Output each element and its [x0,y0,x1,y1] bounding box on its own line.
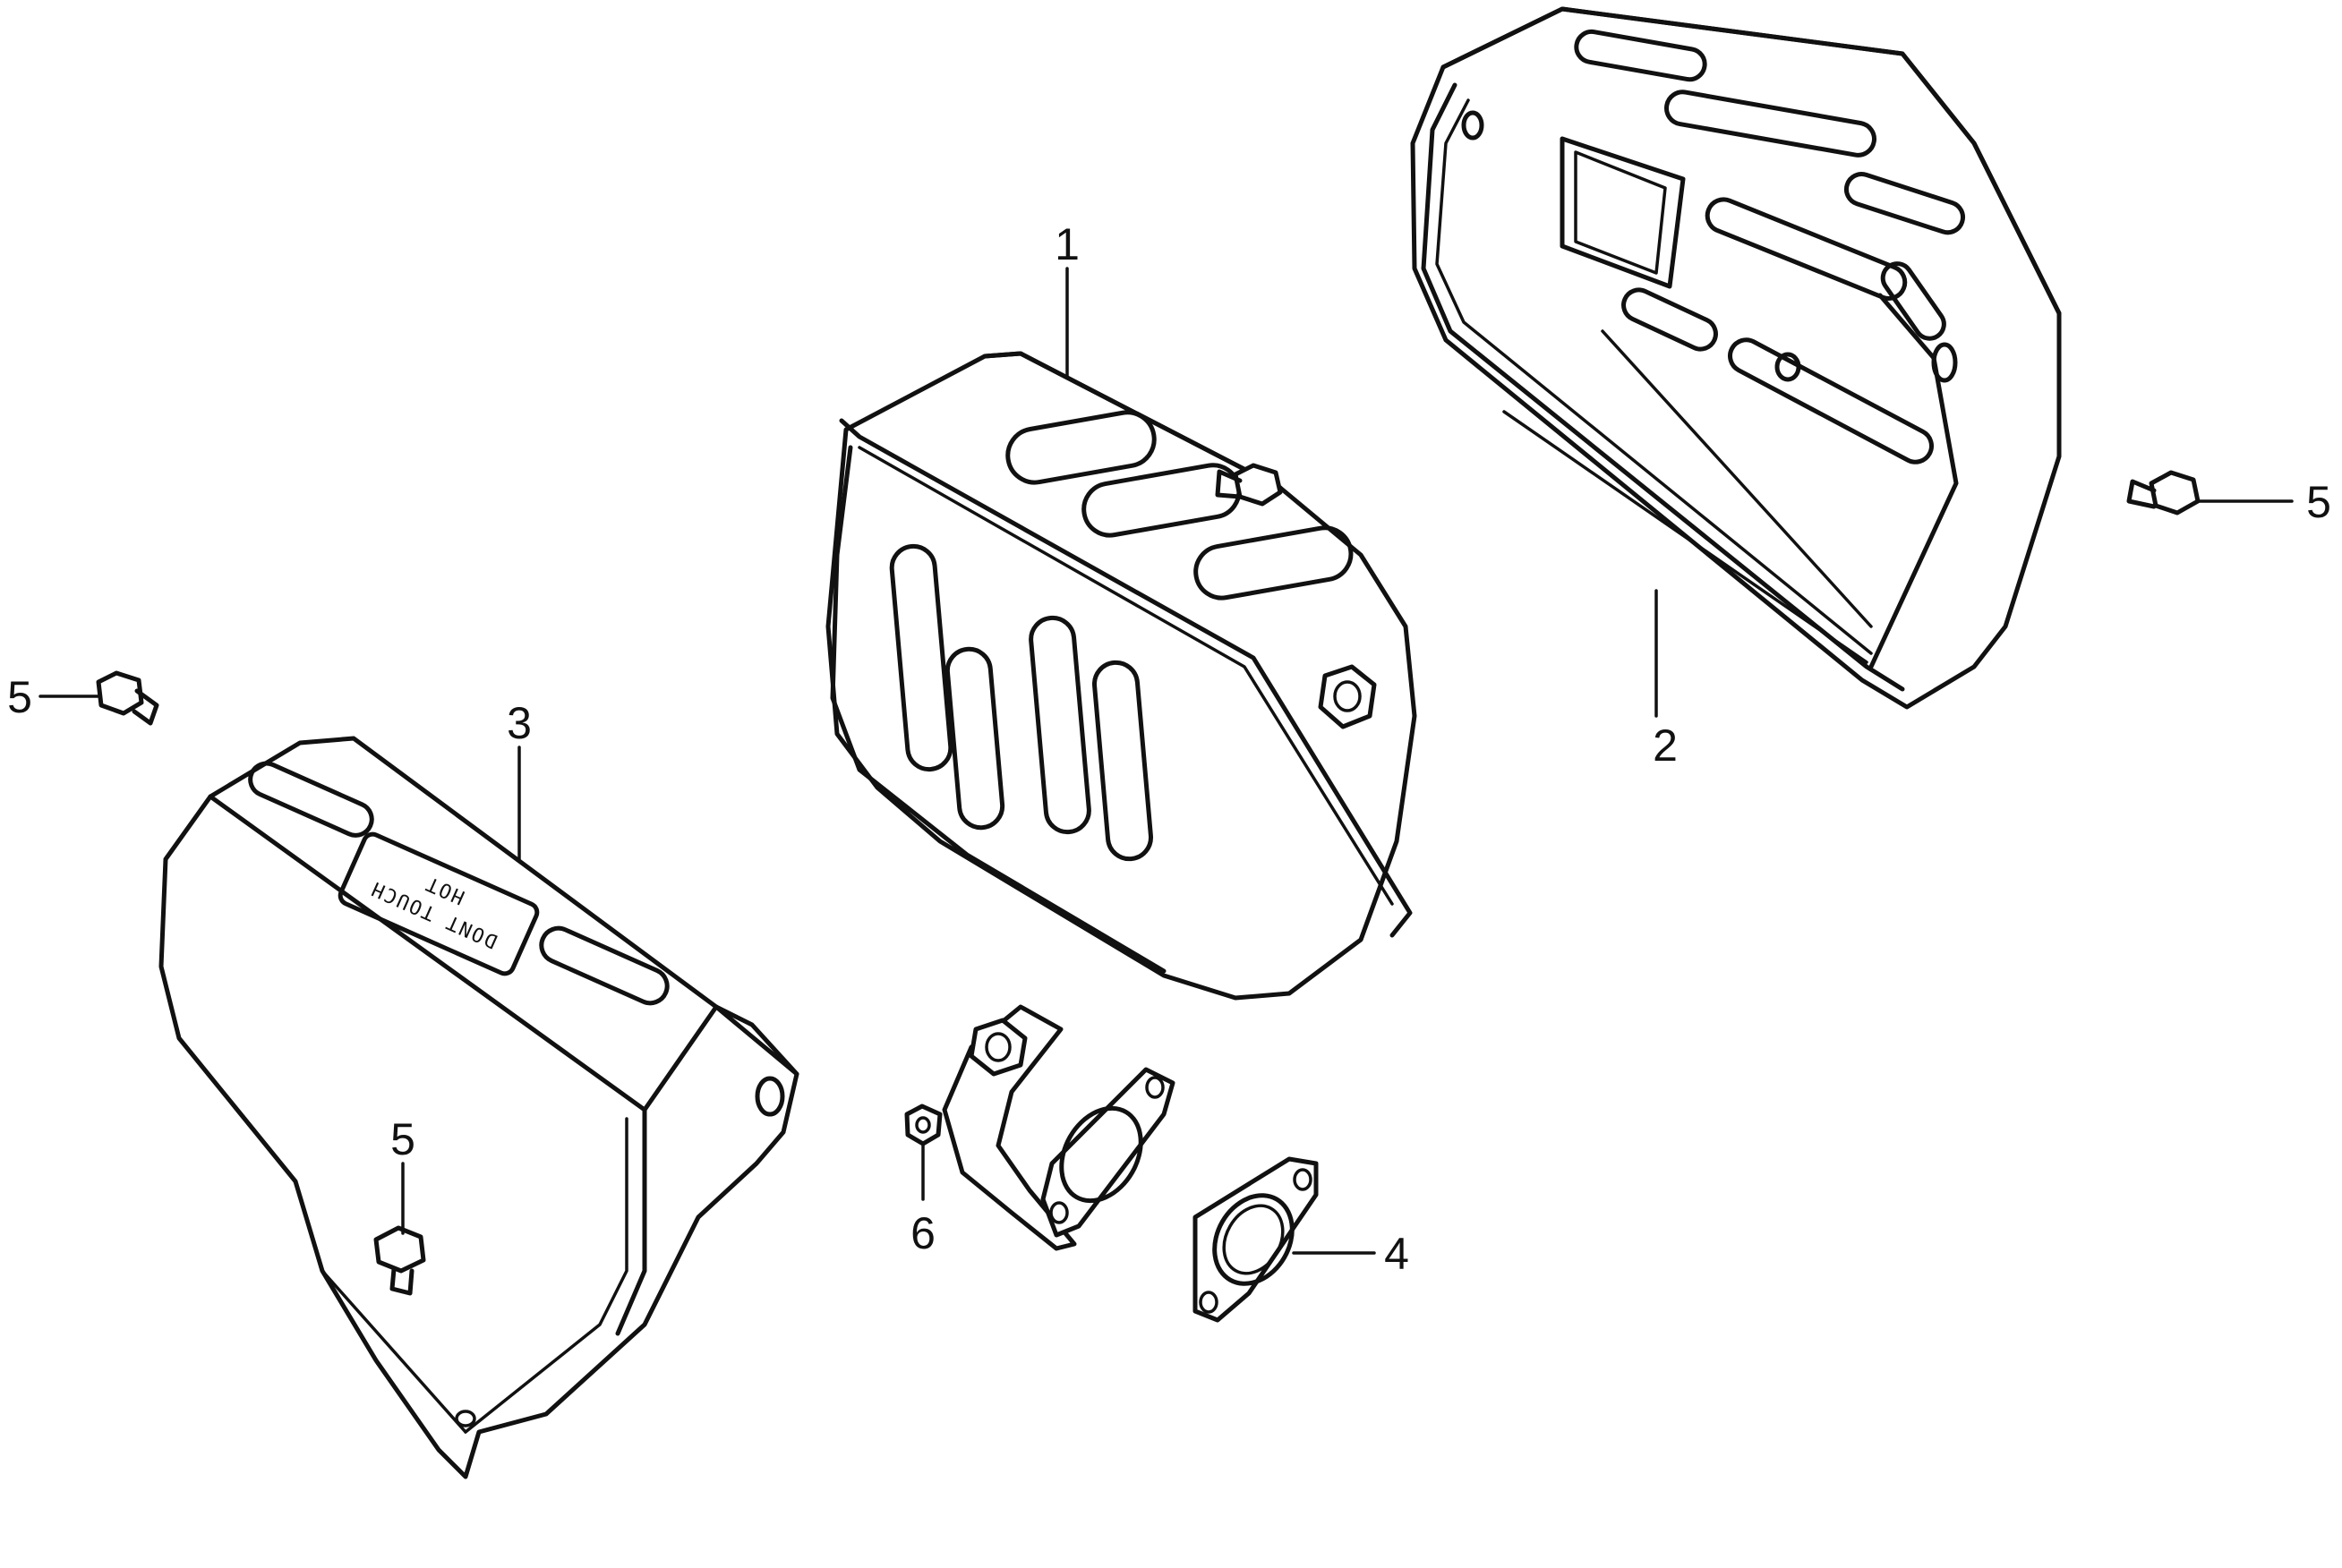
callout-5-right: 5 [2306,477,2331,527]
muffler-protector-part-2 [1410,6,2062,710]
bolt-part-5-right [1215,463,1283,507]
bolt-part-5-right-far [2126,470,2201,516]
muffler-part-1 [825,351,1417,1251]
callout-5-lower: 5 [390,1114,415,1164]
callout-4: 4 [1384,1229,1409,1279]
callout-5-left: 5 [7,672,32,722]
callout-2: 2 [1653,720,1678,771]
gasket-part-4 [1192,1156,1319,1323]
callout-3: 3 [507,698,532,748]
bolt-part-5-left [96,670,159,726]
leader-lines [38,267,2294,1255]
callout-labels: 1 2 3 4 5 5 5 6 [7,219,2331,1279]
callout-1: 1 [1055,219,1080,269]
bolt-part-5-lower [373,1225,426,1296]
callout-6: 6 [910,1208,936,1258]
nut-part-6 [904,1104,943,1146]
muffler-cover-part-3: HOT DONT TOUCH [158,736,799,1479]
